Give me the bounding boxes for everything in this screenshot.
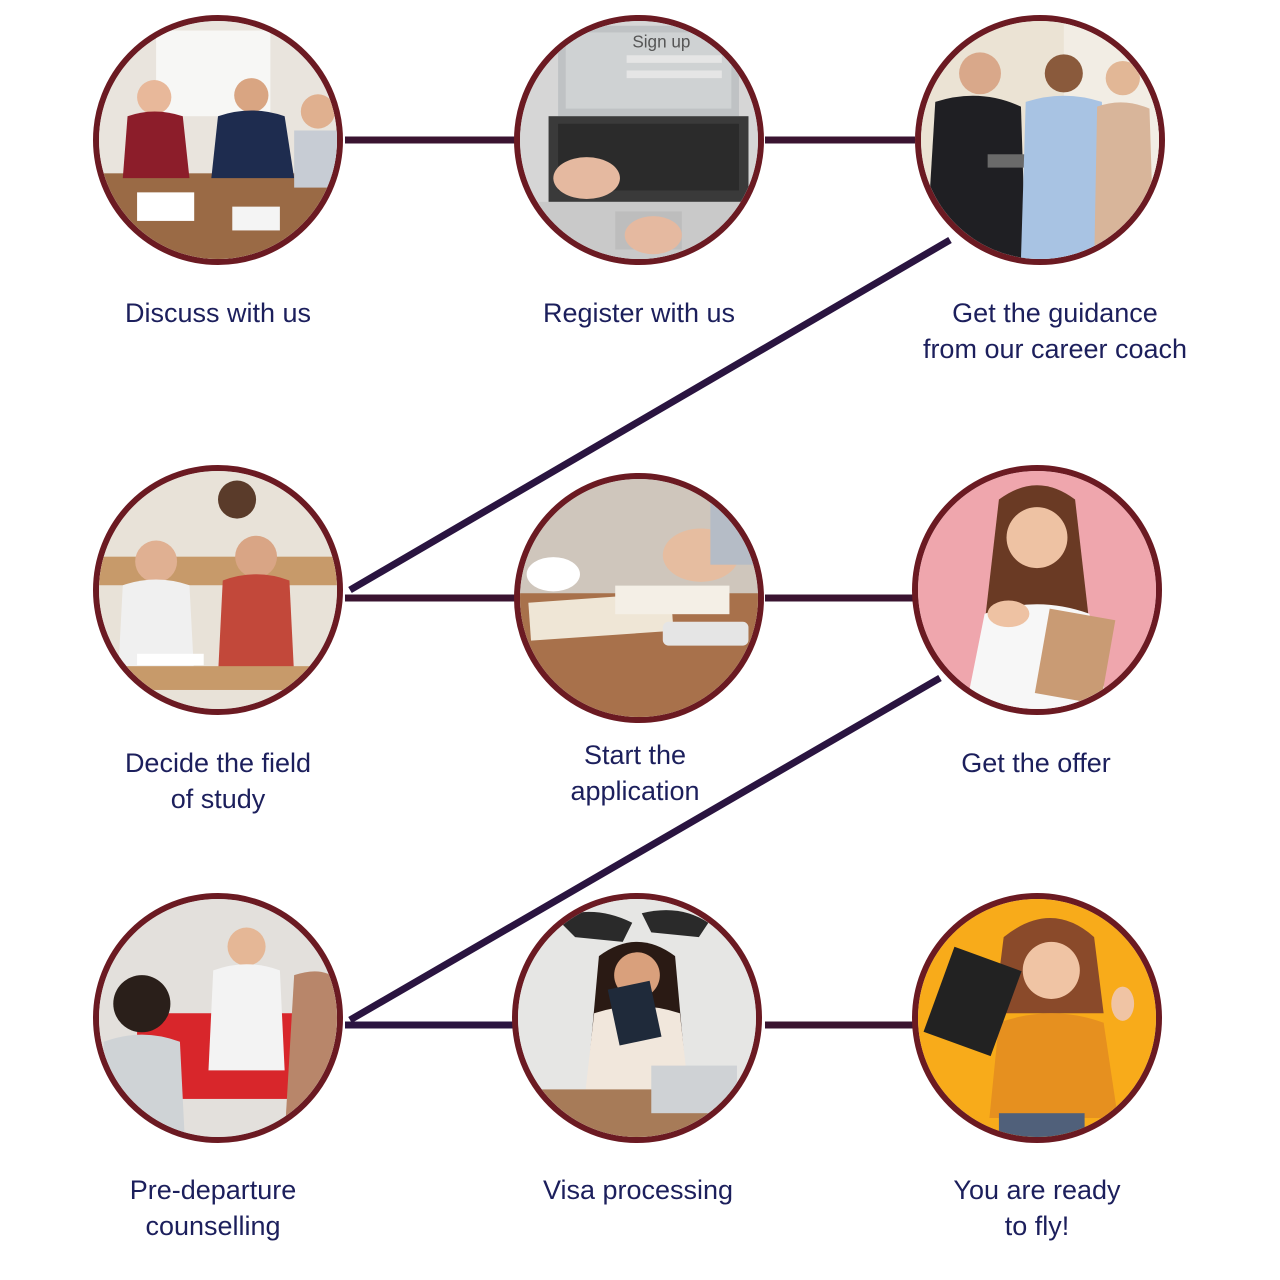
step-label: Visa processing: [542, 1175, 734, 1205]
step-label: Start the application: [570, 740, 700, 806]
step-label: Decide the field of study: [124, 748, 312, 814]
signup-screen-title: Sign up: [632, 32, 690, 52]
connector-3-4: [348, 236, 952, 594]
step-label: Discuss with us: [124, 298, 312, 328]
step-label: Get the guidance from our career coach: [922, 298, 1188, 364]
step-label: Pre-departure counselling: [129, 1175, 297, 1241]
step-label: You are ready to fly!: [953, 1175, 1121, 1241]
connector-6-7: [348, 674, 942, 1024]
step-label: Register with us: [542, 298, 736, 328]
career-coach-photo: [915, 15, 1165, 265]
passport-holder-photo: [512, 893, 762, 1143]
team-meeting-photo: [93, 15, 343, 265]
step-label: Get the offer: [961, 748, 1111, 778]
counselling-session-photo: [93, 893, 343, 1143]
excited-student-photo: [912, 893, 1162, 1143]
writing-notebook-photo: [514, 473, 764, 723]
laptop-signup-photo: Sign up: [514, 15, 764, 265]
student-with-books-photo: [912, 465, 1162, 715]
classroom-students-photo: [93, 465, 343, 715]
